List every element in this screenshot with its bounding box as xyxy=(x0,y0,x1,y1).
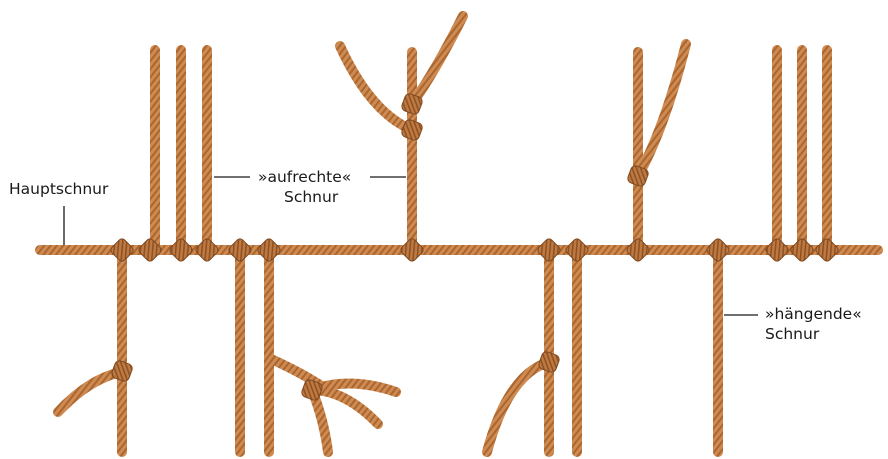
knot xyxy=(536,237,561,262)
main-cord-label: Hauptschnur xyxy=(9,180,108,199)
knot xyxy=(789,237,814,262)
knot xyxy=(705,237,730,262)
upright-cord-label-line2: Schnur xyxy=(284,188,338,207)
knot xyxy=(109,237,134,262)
subsidiary-cord xyxy=(412,16,463,104)
knot xyxy=(399,237,424,262)
subsidiary-cord xyxy=(487,362,549,452)
subsidiary-cord xyxy=(312,383,396,392)
knot xyxy=(168,237,193,262)
subsidiary-cord xyxy=(638,44,686,176)
knot xyxy=(564,237,589,262)
knot xyxy=(764,237,789,262)
knot xyxy=(256,237,281,262)
hanging-cord-label-line1: »hängende« xyxy=(765,305,862,324)
knot xyxy=(227,237,252,262)
upright-cord-label-line1: »aufrechte« xyxy=(258,168,351,187)
hanging-cord-label-line2: Schnur xyxy=(765,325,819,344)
knot xyxy=(814,237,839,262)
knot xyxy=(194,237,219,262)
subsidiary-cord xyxy=(340,46,412,130)
subsidiary-cord xyxy=(58,372,122,412)
knot xyxy=(625,237,650,262)
